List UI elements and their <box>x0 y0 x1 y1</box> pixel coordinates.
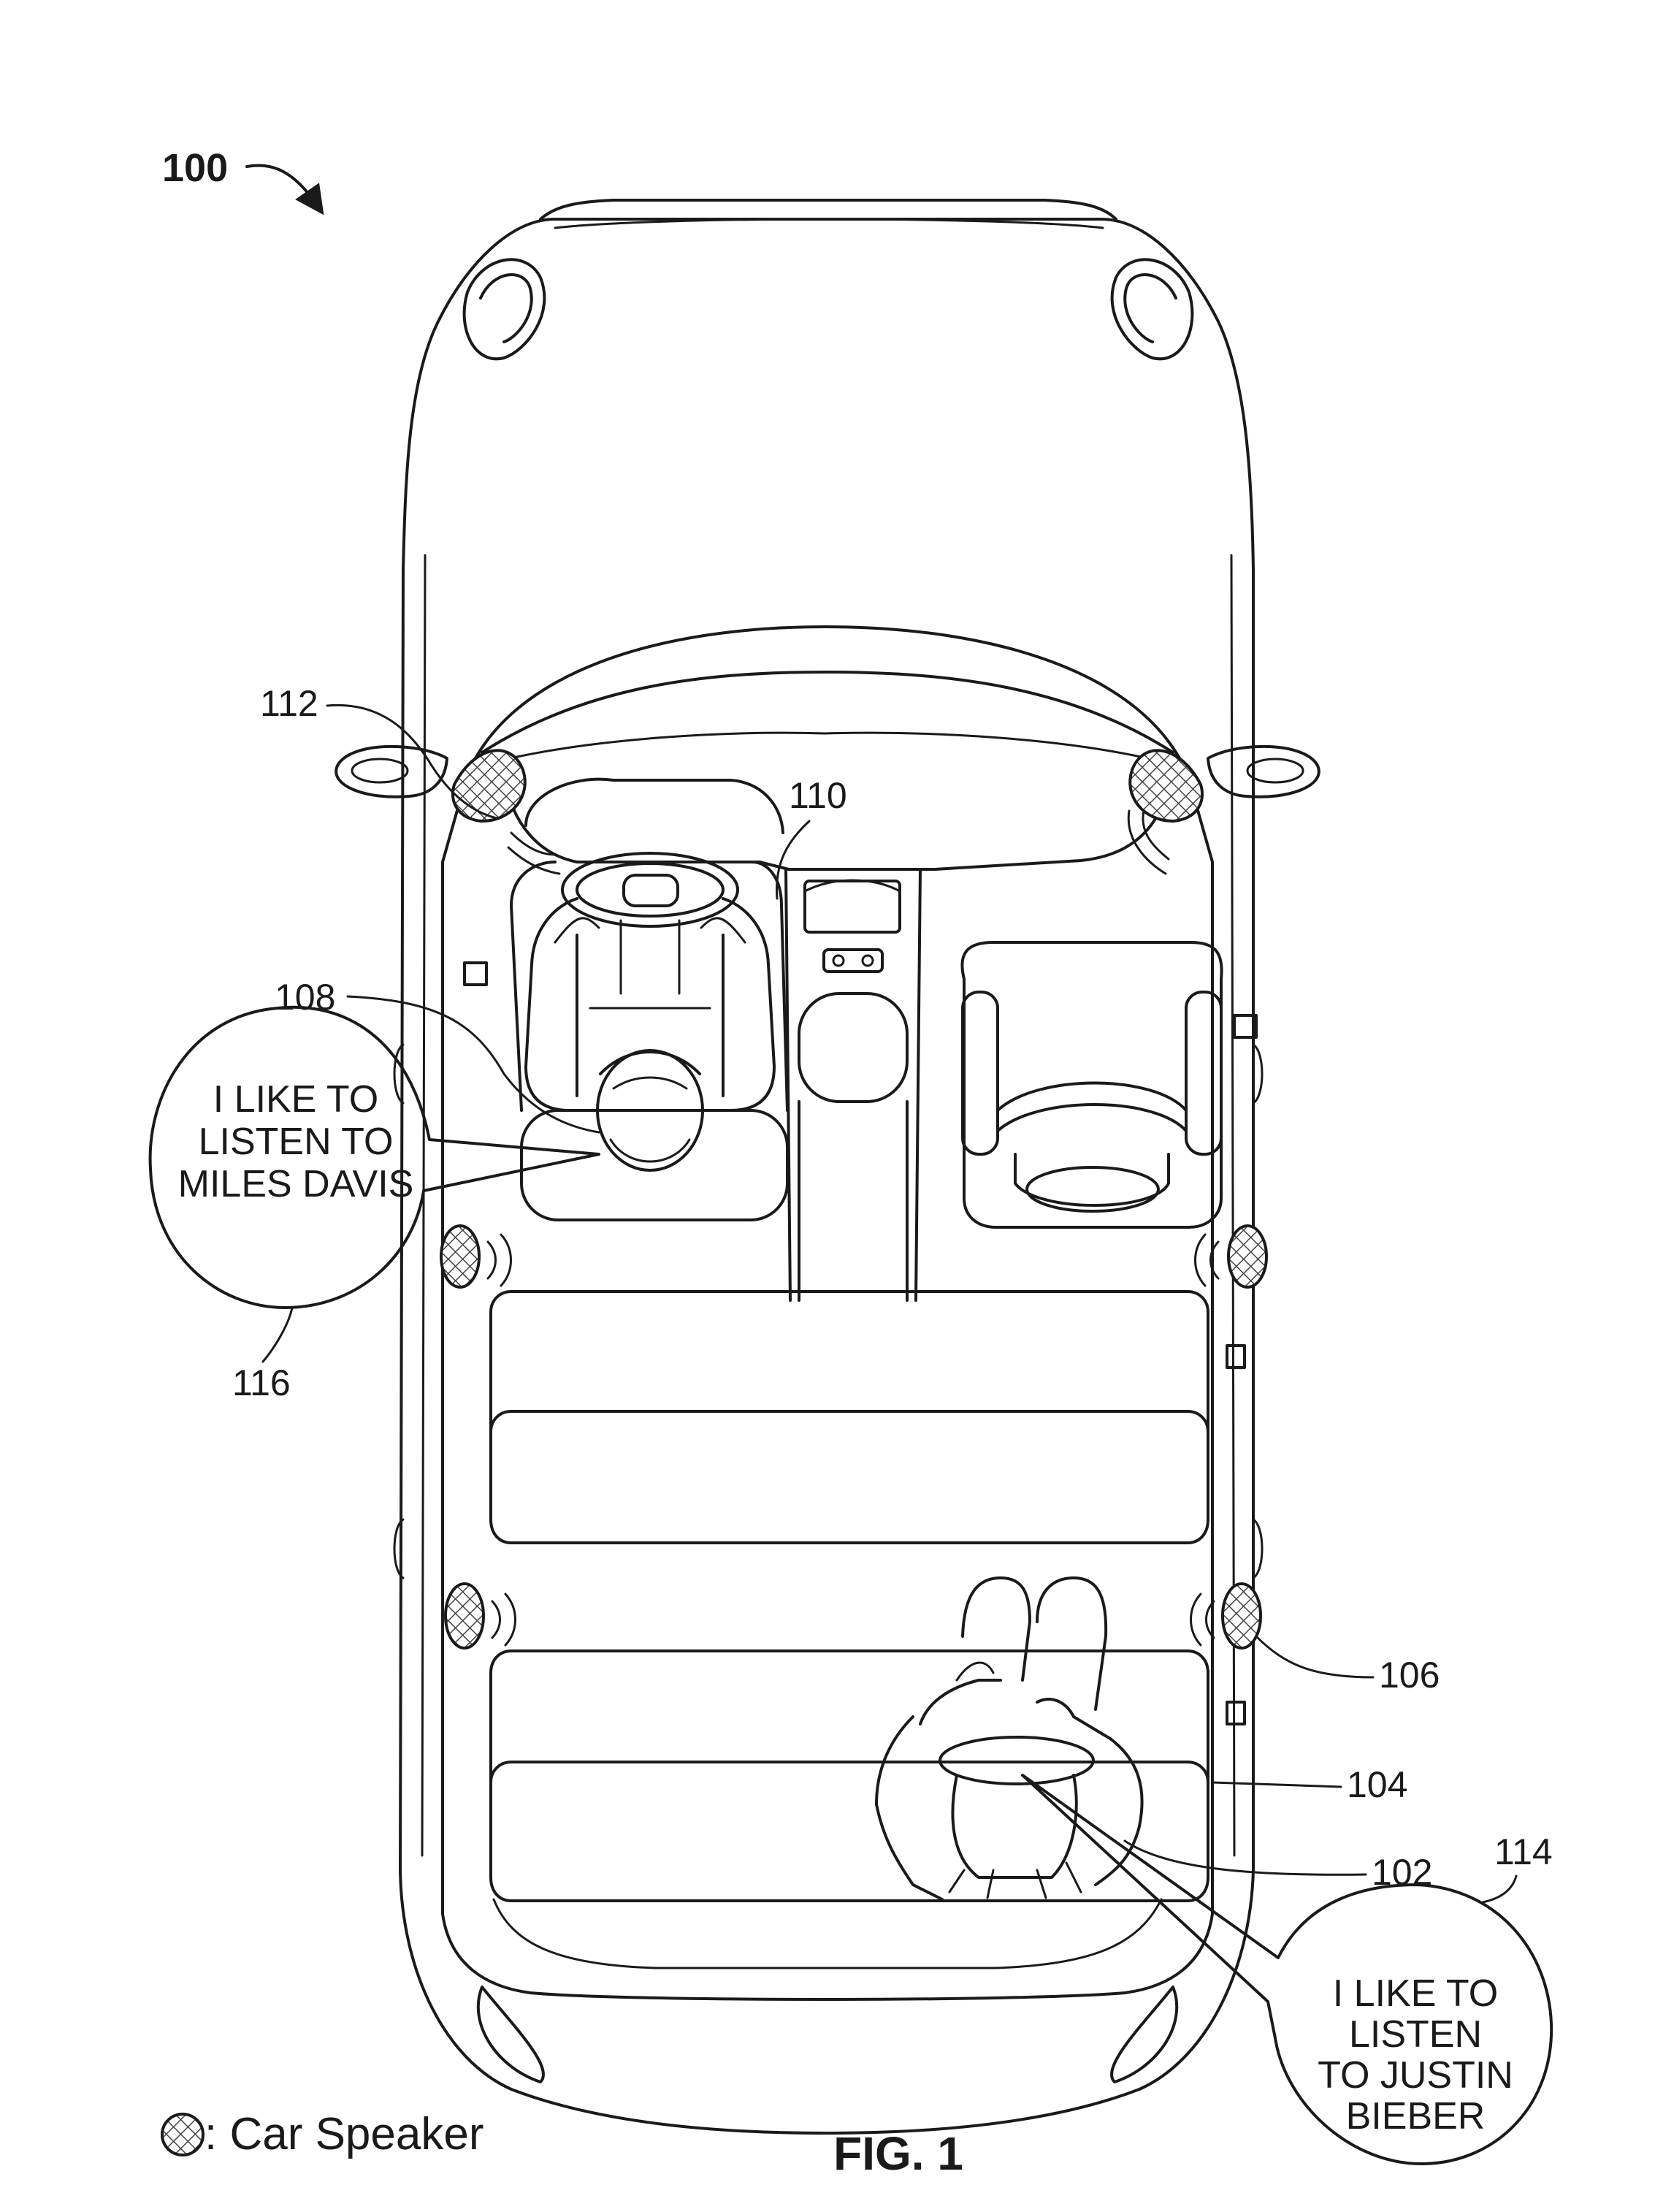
speaker-front-left <box>453 750 559 874</box>
ref-112: 112 <box>260 683 318 724</box>
speaker-mid-right <box>1196 1226 1267 1287</box>
ref-116: 116 <box>232 1362 291 1403</box>
ref-108: 108 <box>275 977 335 1018</box>
leader-104 <box>1212 1782 1341 1787</box>
bubble-rear-line-1: I LIKE TO <box>1333 1972 1498 2015</box>
leader-116 <box>263 1308 292 1362</box>
ref-114: 114 <box>1494 1831 1553 1872</box>
speaker-rear-right <box>1191 1584 1261 1648</box>
speaker-mid-left <box>441 1226 511 1287</box>
ref-104: 104 <box>1347 1764 1407 1805</box>
legend: : Car Speaker <box>162 2109 484 2159</box>
speech-bubble-front: I LIKE TO LISTEN TO MILES DAVIS <box>150 1007 599 1308</box>
rear-passenger <box>876 1578 1142 1899</box>
ref-100-arrow <box>247 165 316 203</box>
legend-label: : Car Speaker <box>205 2109 484 2159</box>
leader-114 <box>1483 1876 1516 1902</box>
ref-100: 100 <box>162 146 228 190</box>
bubble-front-line-2: LISTEN TO <box>199 1121 394 1163</box>
bubble-front-line-1: I LIKE TO <box>213 1078 378 1121</box>
cabin <box>443 627 1212 1999</box>
speech-bubble-rear: I LIKE TO LISTEN TO JUSTIN BIEBER <box>1023 1775 1551 2164</box>
ref-102: 102 <box>1372 1852 1432 1893</box>
bubble-rear-line-4: BIEBER <box>1346 2095 1486 2137</box>
figure-caption: FIG. 1 <box>833 2127 963 2180</box>
driver-seat <box>511 779 787 1220</box>
ref-106: 106 <box>1379 1655 1440 1696</box>
center-console <box>786 869 920 1300</box>
leader-102 <box>1125 1841 1366 1875</box>
bubble-rear-line-2: LISTEN <box>1349 2013 1482 2056</box>
car-body <box>336 200 1319 2133</box>
passenger-seat <box>962 942 1221 1227</box>
speaker-front-right <box>1128 750 1202 874</box>
ref-110: 110 <box>789 775 847 816</box>
cabin-sensors <box>465 963 1256 1724</box>
car-speaker-legend-icon <box>162 2114 203 2155</box>
bubble-rear-line-3: TO JUSTIN <box>1318 2054 1513 2097</box>
leader-106 <box>1256 1636 1373 1677</box>
bubble-front-line-3: MILES DAVIS <box>178 1163 414 1205</box>
speaker-rear-left <box>446 1584 516 1648</box>
leader-108 <box>348 996 599 1132</box>
